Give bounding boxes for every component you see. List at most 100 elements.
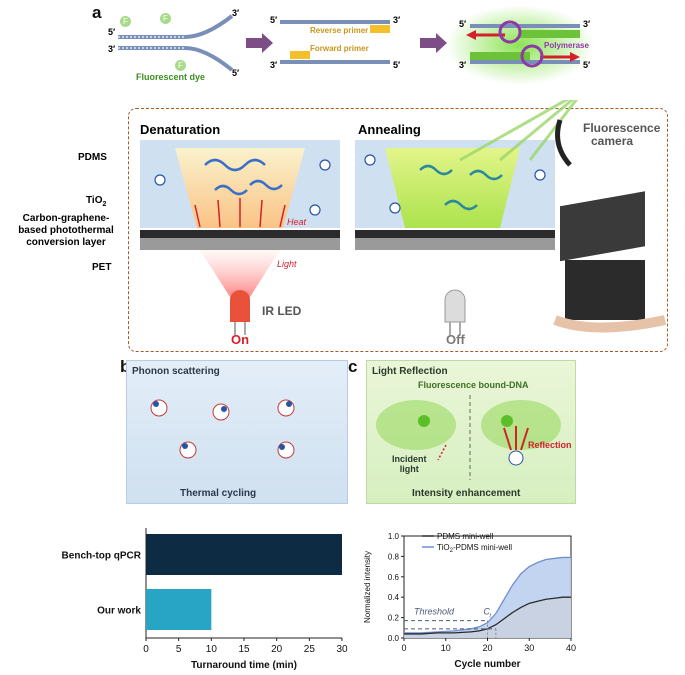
bar-xtick-label-1: 5 (176, 644, 182, 655)
panel-a-top-schematic (118, 5, 595, 85)
series-pdms-area (404, 597, 571, 638)
primer-strands (280, 20, 390, 64)
strand-end-3-top: 3′ (232, 8, 240, 18)
strand-end-5-step2b: 5′ (393, 60, 401, 70)
fluor-bound-label: Fluorescence bound-DNA (418, 380, 529, 390)
line-ytick-label-4: 0.8 (388, 552, 400, 561)
bar-category-label-1: Our work (97, 606, 141, 617)
annealing-title: Annealing (358, 122, 421, 137)
bar-xtick-label-5: 25 (304, 644, 316, 655)
strand-end-3-step2: 3′ (393, 15, 401, 25)
dye-f-2: F (160, 13, 171, 24)
ir-led-on-icon (230, 290, 250, 335)
strand-end-3-step2b: 3′ (270, 60, 278, 70)
line-xtick-label-1: 10 (441, 643, 451, 653)
panel-b-box (126, 360, 348, 504)
ir-led-off-icon (444, 289, 466, 335)
legend-label-pdms: PDMS mini-well (437, 532, 494, 541)
line-xlabel: Cycle number (454, 659, 520, 670)
polymerase-icon (498, 20, 522, 44)
fluorescence-camera-label: Fluorescence camera (583, 122, 660, 148)
tio2-text: TiO (86, 195, 103, 206)
series-tio2-line (404, 556, 571, 634)
dsdna-splitting (118, 14, 234, 72)
threshold-label: Threshold (414, 607, 455, 617)
panel-label-c: c (348, 357, 358, 376)
line-ytick-label-5: 1.0 (388, 532, 400, 541)
incident-line2: light (399, 464, 419, 474)
panel-label-b: b (120, 357, 130, 377)
strand-end-3-step3b: 3′ (459, 60, 467, 70)
ct-label-sub: t (489, 614, 491, 620)
line-ytick-label-1: 0.2 (388, 614, 400, 623)
panel-a-main-box (128, 108, 668, 352)
arrow-2 (420, 33, 447, 53)
incident-light-label: Incident light (392, 454, 427, 474)
bar-xtick-label-4: 20 (271, 644, 283, 655)
polymerase-extension (466, 20, 580, 68)
bar-xtick-label-2: 10 (206, 644, 218, 655)
bar-xlabel: Turnaround time (min) (191, 660, 297, 671)
arrow-1 (246, 33, 273, 53)
cg-line2: based photothermal (18, 225, 114, 236)
off-label: Off (446, 332, 465, 347)
bar-xtick-label-6: 30 (336, 644, 348, 655)
tio2-sub: 2 (102, 201, 107, 208)
series-pdms-line (404, 596, 571, 635)
line-xtick-label-3: 30 (524, 643, 534, 653)
dye-f-3: F (175, 60, 186, 71)
bar-0 (146, 534, 342, 575)
dye-f-1: F (120, 16, 131, 27)
forward-primer-label: Forward primer (310, 44, 369, 53)
line-xtick-label-4: 40 (566, 643, 576, 653)
bar-1 (146, 589, 212, 630)
reverse-primer-label: Reverse primer (310, 26, 369, 35)
bar-xtick-label-0: 0 (143, 644, 149, 655)
reflection-label: Reflection (528, 440, 572, 450)
fluorescence-camera-line2: camera (591, 134, 634, 148)
bar-xtick-label-3: 15 (238, 644, 250, 655)
strand-end-3: 3′ (108, 44, 116, 54)
fluorescence-camera-line1: Fluorescence (583, 121, 661, 135)
line-ytick-label-0: 0.0 (388, 634, 400, 643)
light-reflection-label: Light Reflection (372, 366, 448, 377)
line-xtick-label-2: 20 (482, 643, 492, 653)
turnaround-bar-chart: Bench-top qPCR Our work 0 5 10 15 20 25 30Turnar… (62, 528, 348, 671)
polymerase-label: Polymerase (544, 41, 589, 50)
fluorescent-dye-label: Fluorescent dye (136, 72, 206, 82)
strand-end-5: 5′ (108, 27, 116, 37)
ct-label: C (483, 607, 490, 617)
strand-end-3-step3: 3′ (583, 19, 591, 29)
denaturation-title: Denaturation (140, 122, 221, 137)
cg-line1: Carbon-graphene- (22, 213, 110, 224)
device-icon (553, 119, 667, 333)
line-xtick-label-0: 0 (401, 643, 406, 653)
strand-end-5-bottom: 5′ (232, 68, 240, 78)
tio2-label: TiO2 (86, 195, 106, 208)
phonon-scattering-label: Phonon scattering (132, 366, 220, 377)
cg-line3: conversion layer (26, 237, 106, 248)
photothermal-layer-label: Carbon-graphene- based photothermal conv… (4, 213, 128, 249)
heat-label: Heat (287, 217, 307, 227)
bar-category-label-0: Bench-top qPCR (62, 551, 142, 562)
intensity-enhancement-label: Intensity enhancement (412, 488, 521, 499)
reflection-diagram (376, 395, 561, 480)
thermal-cycling-label: Thermal cycling (180, 488, 257, 499)
line-ytick-label-2: 0.4 (388, 593, 400, 602)
strand-end-5-step3: 5′ (459, 19, 467, 29)
phonon-particles (150, 399, 295, 459)
legend-label-tio2: TiO2-PDMS mini-well (437, 543, 512, 554)
line-ylabel: Normalized intensity (363, 551, 372, 623)
light-label: Light (277, 259, 297, 269)
panel-a-wells (140, 100, 667, 335)
line-ytick-label-3: 0.6 (388, 573, 400, 582)
strand-end-5-step3b: 5′ (583, 60, 591, 70)
on-label: On (231, 332, 250, 347)
pdms-label: PDMS (78, 152, 107, 163)
pet-label: PET (92, 262, 112, 273)
incident-line1: Incident (392, 454, 427, 464)
strand-end-5-step2: 5′ (270, 15, 278, 25)
panel-label-a: a (92, 3, 102, 22)
ir-led-label: IR LED (262, 304, 302, 318)
